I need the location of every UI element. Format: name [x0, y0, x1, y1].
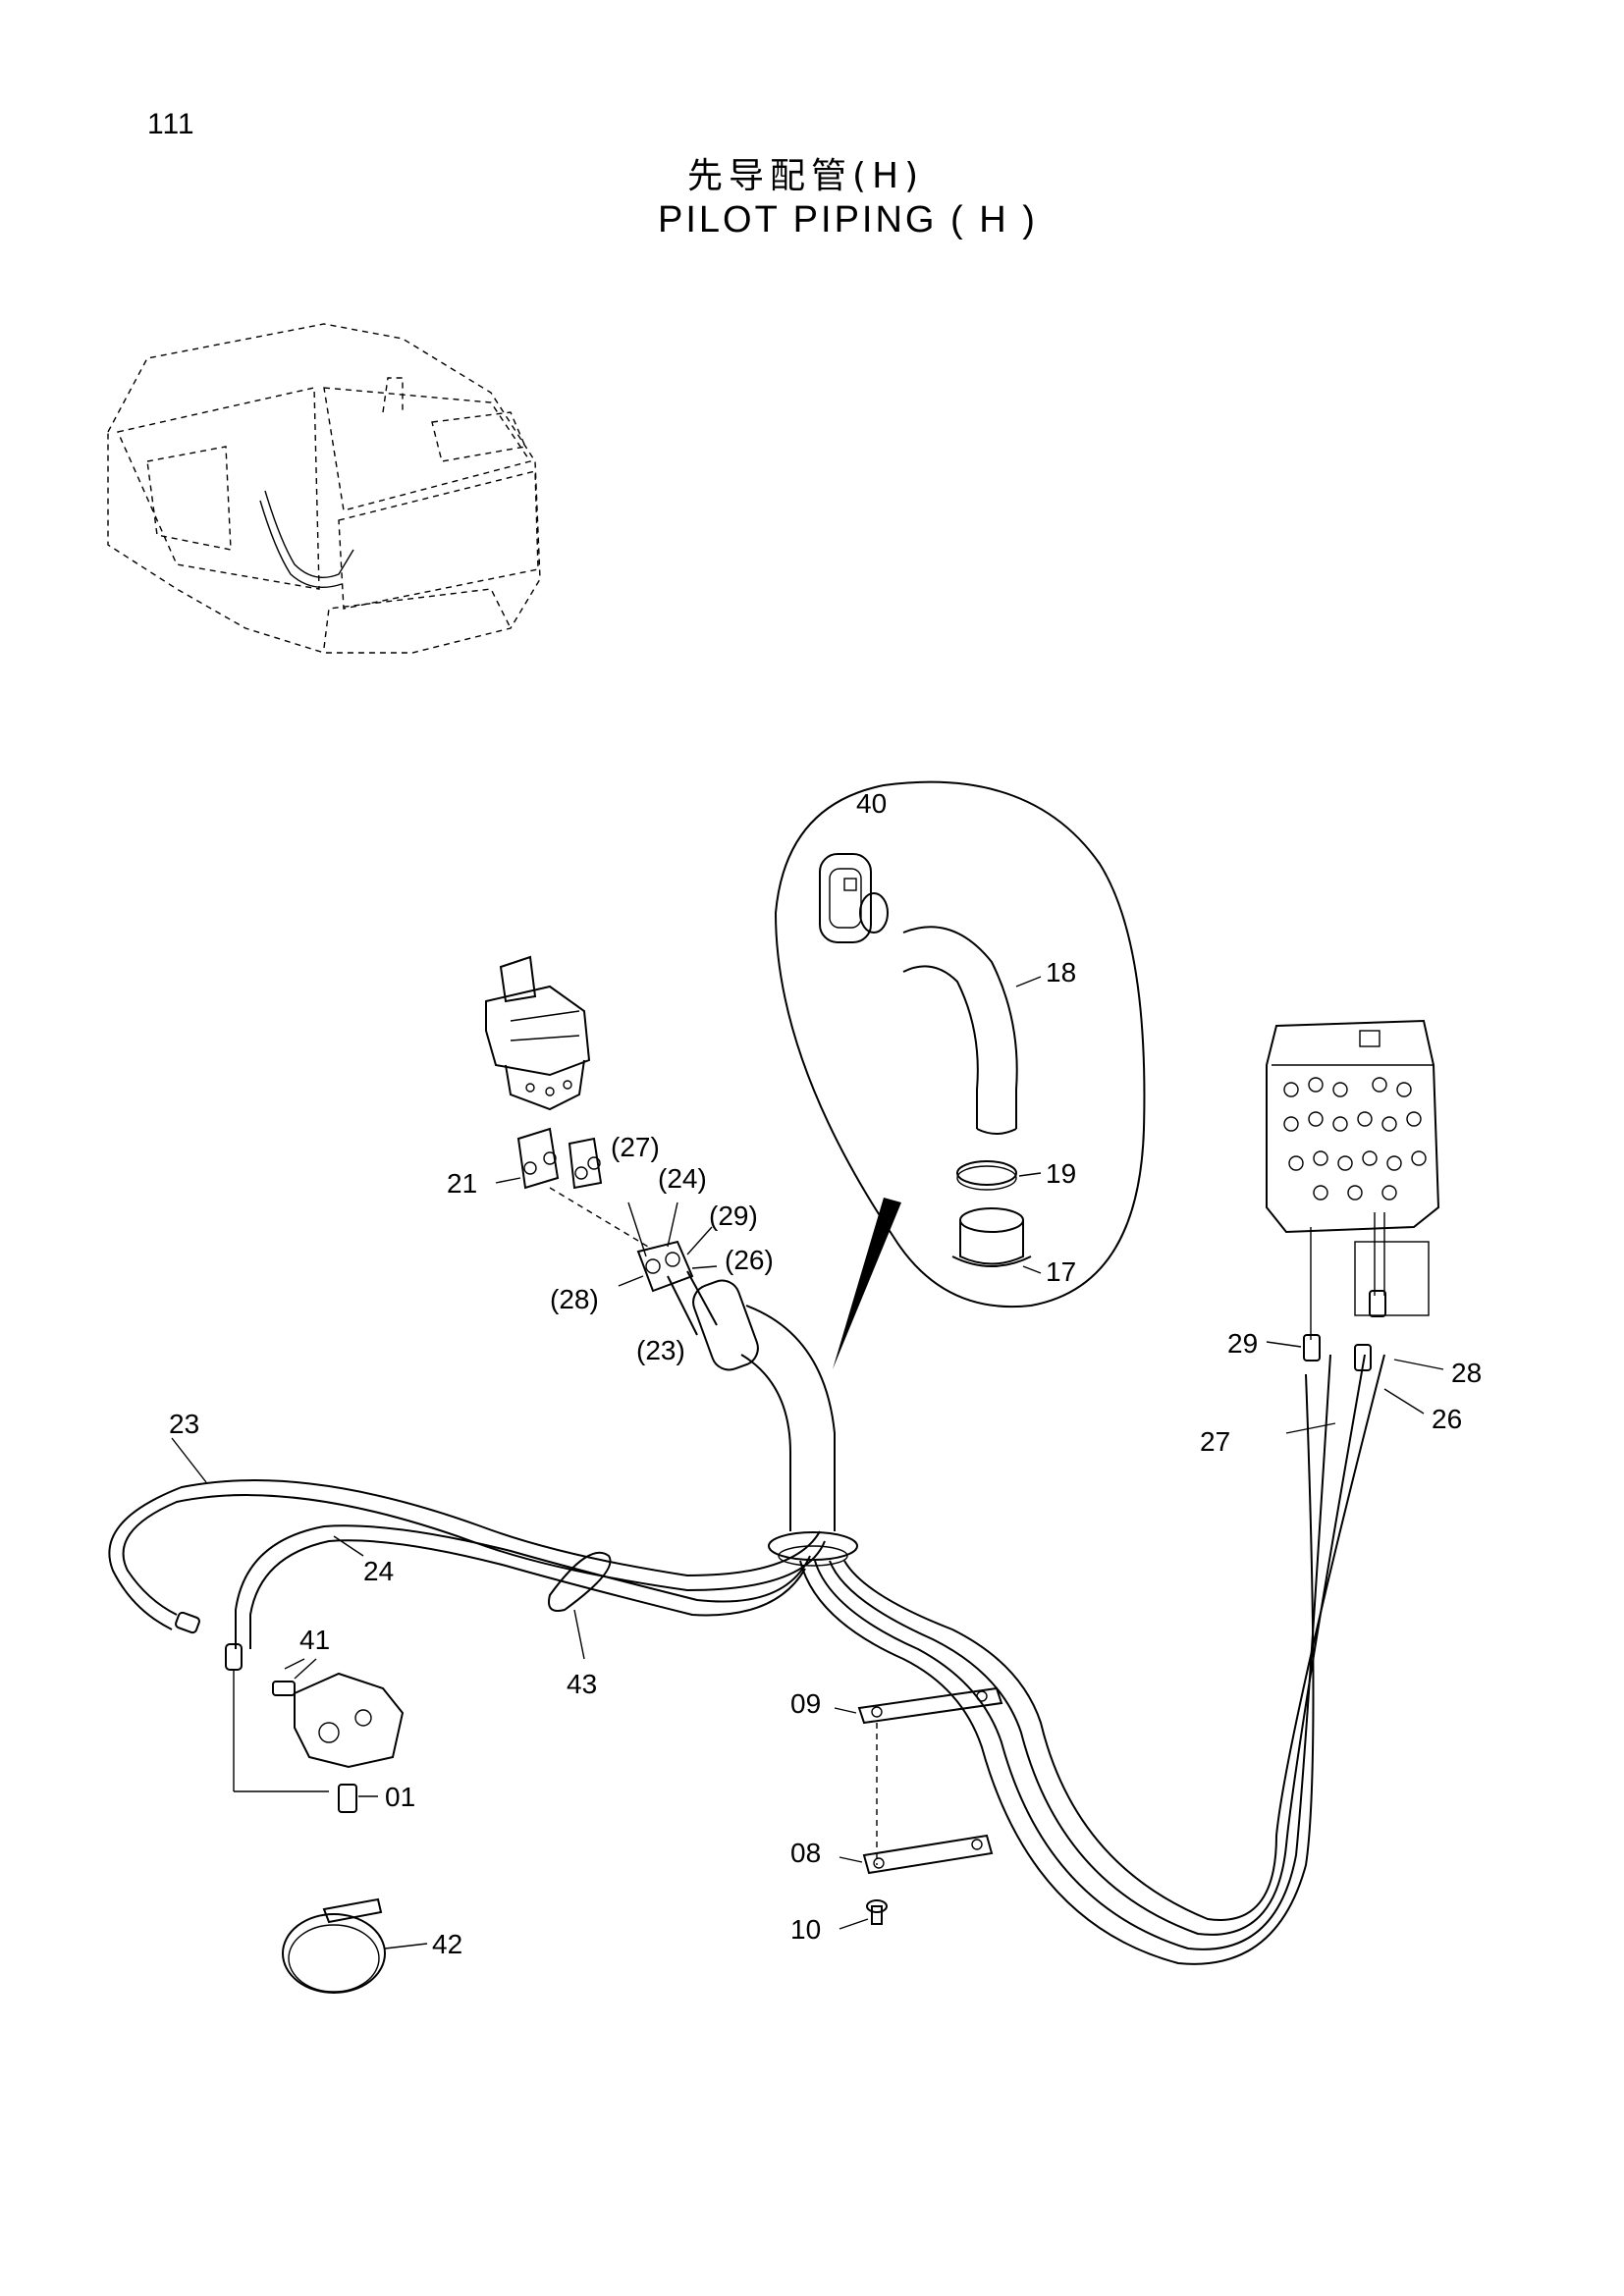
callout-28-paren: (28) — [550, 1284, 599, 1314]
clip-part-43 — [548, 1551, 612, 1660]
excavator-overview-illustration — [107, 323, 541, 654]
callout-18: 18 — [1046, 957, 1076, 988]
callout-09: 09 — [790, 1688, 821, 1719]
callout-41: 41 — [299, 1625, 330, 1655]
grommet-hose-bend — [692, 1279, 858, 1567]
bracket-part-09 — [834, 1686, 1003, 1865]
callout-27-paren: (27) — [611, 1132, 660, 1162]
cap-part-17 — [951, 1207, 1042, 1274]
callout-08: 08 — [790, 1838, 821, 1868]
callout-24: 24 — [363, 1556, 394, 1586]
callout-26-paren: (26) — [725, 1245, 774, 1275]
bolt-part-10 — [839, 1899, 888, 1930]
pilot-valve-assembly — [485, 955, 591, 1111]
callout-19: 19 — [1046, 1158, 1076, 1189]
callout-24-paren: (24) — [658, 1163, 707, 1194]
callout-10: 10 — [790, 1914, 821, 1945]
hose-part-18 — [902, 926, 1042, 1135]
valve-ports — [1283, 1077, 1427, 1201]
title-english: PILOT PIPING ( H ) — [658, 199, 1038, 240]
callout-40: 40 — [856, 788, 887, 819]
callout-28: 28 — [1451, 1358, 1482, 1388]
callout-labels: 40 18 19 17 21 (27) (24) (29) (26) (28) … — [169, 788, 1482, 1959]
pilot-pump-assembly — [175, 1611, 405, 1813]
fittings-part-21 — [495, 1127, 649, 1248]
callout-42: 42 — [432, 1929, 462, 1959]
detail-bubble — [774, 780, 1146, 1369]
callout-29-paren: (29) — [709, 1201, 758, 1231]
plate-part-08 — [839, 1834, 994, 1875]
callout-01: 01 — [385, 1782, 415, 1812]
page-number: 111 — [147, 108, 195, 140]
callout-23-paren: (23) — [636, 1335, 685, 1365]
connector-cluster — [618, 1201, 718, 1336]
callout-29: 29 — [1227, 1328, 1258, 1359]
leader-lines — [171, 1437, 364, 1680]
clamp-part-19 — [956, 1160, 1042, 1191]
callout-27: 27 — [1200, 1426, 1230, 1457]
callout-17: 17 — [1046, 1256, 1076, 1287]
band-clamp-part-42 — [282, 1897, 428, 1994]
grommet-part-40 — [819, 853, 889, 943]
callout-21: 21 — [447, 1168, 477, 1199]
title-chinese: 先导配管(H) — [687, 156, 925, 196]
hose-bundle — [108, 1354, 1385, 1965]
control-valve-block — [1266, 1019, 1444, 1434]
callout-26: 26 — [1432, 1404, 1462, 1434]
callout-23: 23 — [169, 1409, 199, 1439]
callout-43: 43 — [567, 1669, 597, 1699]
